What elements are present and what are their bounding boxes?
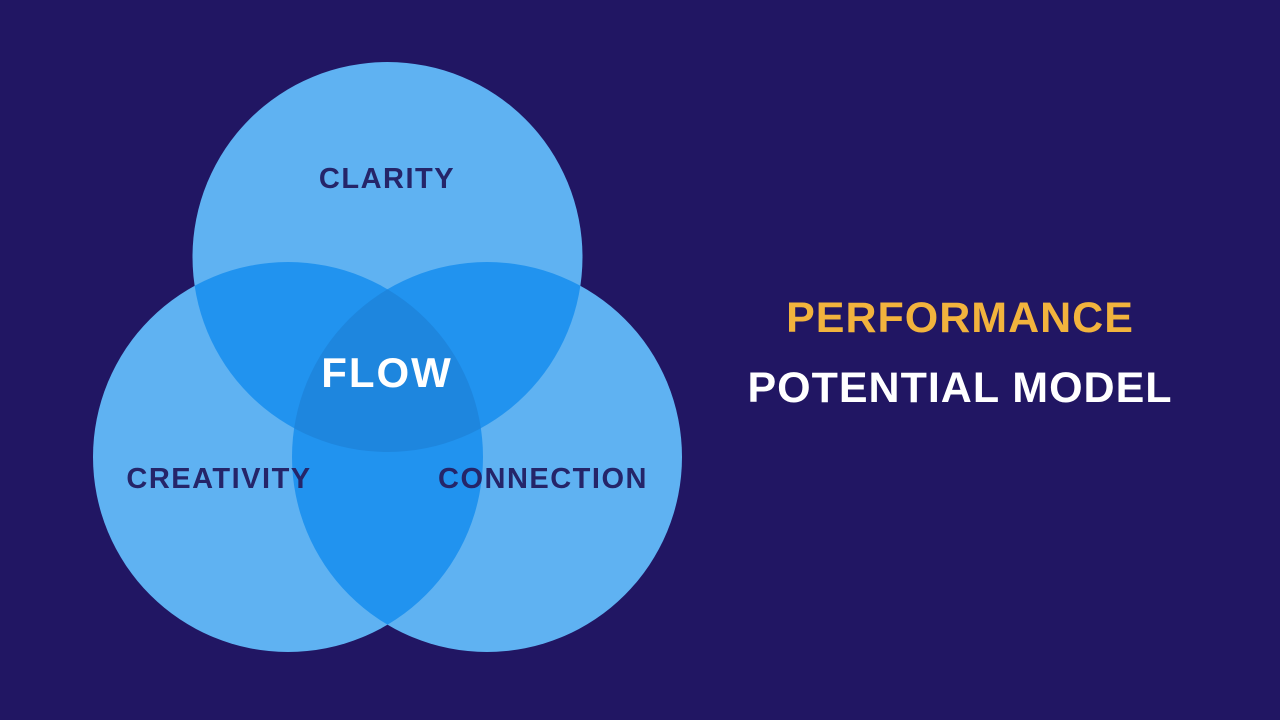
label-flow: FLOW (321, 349, 453, 396)
label-connection: CONNECTION (438, 463, 648, 495)
label-creativity: CREATIVITY (126, 463, 311, 495)
overlap-clarity-connection (292, 262, 583, 452)
page-title: PERFORMANCE POTENTIAL MODEL (720, 283, 1200, 423)
title-line-potential-model: POTENTIAL MODEL (747, 364, 1173, 412)
label-clarity: CLARITY (319, 163, 455, 195)
overlap-clarity-creativity (192, 262, 483, 452)
title-line-performance: PERFORMANCE (786, 294, 1134, 342)
